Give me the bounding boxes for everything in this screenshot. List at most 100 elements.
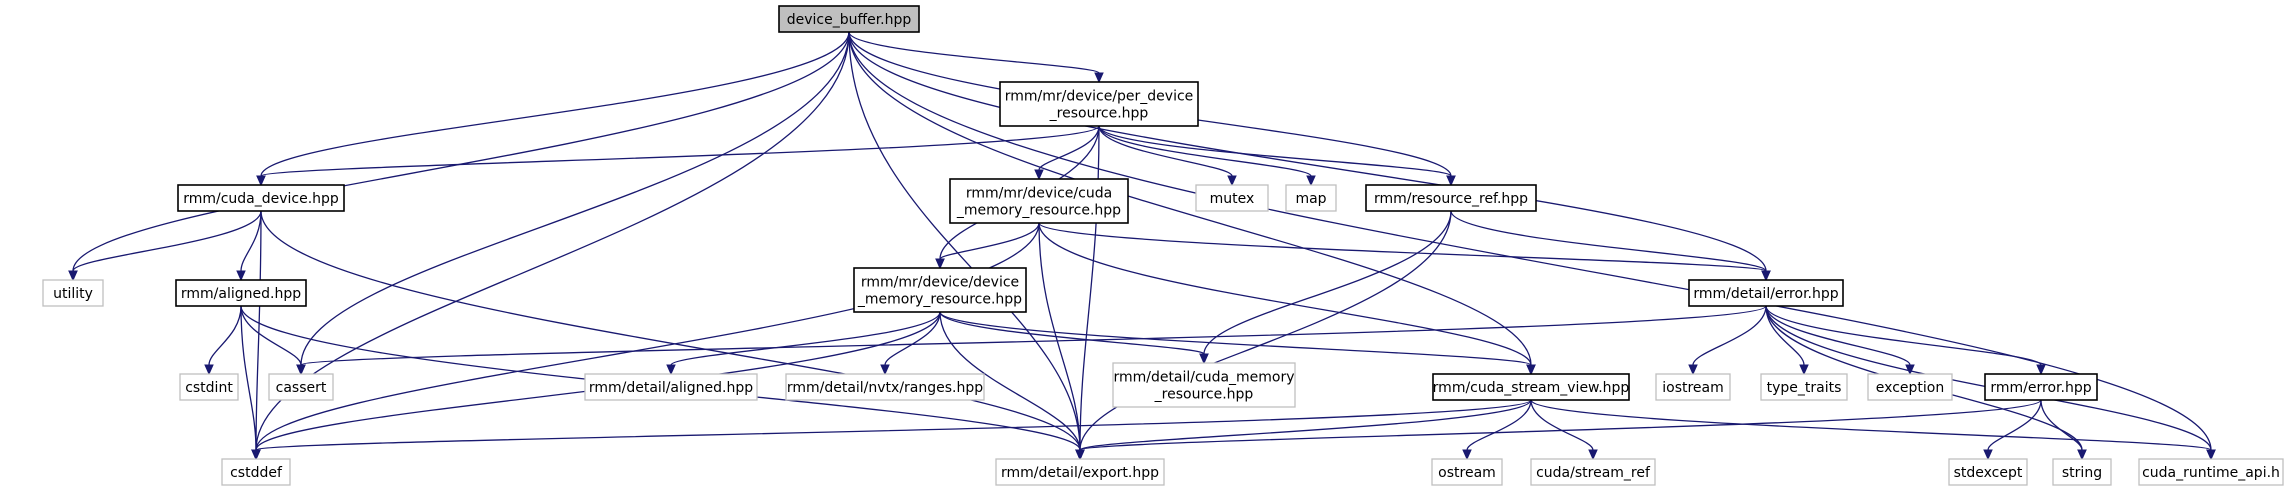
node-label: device_buffer.hpp (787, 12, 912, 28)
node-detail-cuda-mem[interactable]: rmm/detail/cuda_memory_resource.hpp (1112, 362, 1296, 408)
node-box (1760, 373, 1848, 401)
node-mutex[interactable]: mutex (1195, 184, 1269, 212)
node-rmm-error[interactable]: rmm/error.hpp (1984, 373, 2098, 401)
node-label: rmm/error.hpp (1990, 380, 2091, 396)
node-map[interactable]: map (1285, 184, 1337, 212)
node-iostream[interactable]: iostream (1655, 373, 1731, 401)
dependency-edge (240, 305, 306, 376)
edge-line (848, 31, 1100, 74)
edge-line (1079, 210, 1452, 451)
dependency-edge (1765, 305, 1915, 376)
node-detail-aligned[interactable]: rmm/detail/aligned.hpp (584, 373, 758, 401)
arrowhead (1526, 364, 1536, 376)
arrowhead (68, 270, 78, 282)
edge-line (300, 305, 1767, 366)
dependency-edge (256, 125, 1100, 187)
dependency-edge (296, 305, 1767, 376)
node-string[interactable]: string (2052, 458, 2112, 486)
dependency-edge (666, 311, 941, 376)
edge-line (1530, 399, 2212, 451)
node-label: cstdint (185, 380, 233, 396)
dependency-edge (880, 311, 941, 376)
node-cuda-device[interactable]: rmm/cuda_device.hpp (177, 184, 345, 212)
node-box (995, 458, 1165, 486)
node-device-buffer[interactable]: device_buffer.hpp (778, 5, 920, 33)
edge-line (1038, 222, 1081, 451)
node-per-device[interactable]: rmm/mr/device/per_device_resource.hpp (999, 81, 1199, 127)
node-cstdint[interactable]: cstdint (179, 373, 239, 401)
dependency-edge (256, 31, 850, 187)
edge-line (255, 399, 1532, 451)
edge-line (939, 311, 1205, 355)
edge-line (1038, 125, 1100, 171)
node-label: map (1295, 191, 1326, 207)
node-label: _resource.hpp (1049, 106, 1149, 122)
node-label: rmm/mr/device/device (861, 275, 1019, 291)
arrowhead (1761, 270, 1771, 282)
dependency-edge (260, 210, 1085, 461)
node-label: _memory_resource.hpp (857, 292, 1022, 308)
node-label: rmm/detail/cuda_memory (1113, 370, 1294, 386)
node-stdexcept[interactable]: stdexcept (1948, 458, 2028, 486)
arrowhead (204, 364, 214, 376)
node-box (1530, 458, 1656, 486)
dependency-edge (1034, 125, 1100, 181)
arrowhead (1094, 72, 1104, 84)
arrowhead (666, 364, 676, 376)
node-label: rmm/detail/export.hpp (1001, 465, 1159, 481)
edge-line (1038, 222, 1532, 366)
edge-line (260, 210, 1081, 451)
node-stream-ref[interactable]: cuda/stream_ref (1530, 458, 1656, 486)
node-cuda-mem-res[interactable]: rmm/mr/device/cuda_memory_resource.hpp (949, 178, 1129, 224)
edge-line (300, 31, 850, 366)
edge-line (1530, 399, 1594, 451)
node-label: rmm/resource_ref.hpp (1374, 191, 1528, 207)
arrowhead (296, 364, 306, 376)
node-device-mem-res[interactable]: rmm/mr/device/device_memory_resource.hpp (853, 267, 1027, 313)
dependency-edge (1983, 399, 2042, 461)
dependency-edge (1038, 222, 1771, 282)
arrowhead (1227, 175, 1237, 187)
edge-line (1765, 305, 1911, 366)
dependency-edge (1765, 305, 1809, 376)
edge-line (1079, 399, 1532, 451)
node-label: rmm/detail/nvtx/ranges.hpp (787, 380, 983, 396)
edge-line (240, 210, 262, 272)
edge-line (848, 31, 1767, 272)
dependency-edge (1462, 399, 1532, 461)
dependency-edge (1688, 305, 1767, 376)
node-cuda-runtime[interactable]: cuda_runtime_api.h (2138, 458, 2284, 486)
node-error-detail[interactable]: rmm/detail/error.hpp (1688, 279, 1844, 307)
node-box (268, 373, 334, 401)
node-box (1432, 373, 1630, 401)
dependency-edge (2040, 399, 2087, 461)
node-resource-ref[interactable]: rmm/resource_ref.hpp (1365, 184, 1537, 212)
arrowhead (1462, 449, 1472, 461)
node-cassert[interactable]: cassert (268, 373, 334, 401)
node-export[interactable]: rmm/detail/export.hpp (995, 458, 1165, 486)
node-type-traits[interactable]: type_traits (1760, 373, 1848, 401)
edge-line (255, 210, 262, 451)
arrowhead (1905, 364, 1915, 376)
edge-line (240, 305, 257, 451)
dependency-edge (1098, 125, 1316, 187)
dependency-edge (68, 210, 262, 282)
dependency-edge (1075, 125, 1100, 461)
node-label: _resource.hpp (1154, 387, 1254, 403)
node-ostream[interactable]: ostream (1431, 458, 1503, 486)
edge-line (1098, 125, 1452, 177)
node-cstddef[interactable]: cstddef (221, 458, 291, 486)
edge-line (1079, 125, 1100, 451)
node-aligned[interactable]: rmm/aligned.hpp (175, 279, 307, 307)
node-utility[interactable]: utility (42, 279, 104, 307)
edge-line (1692, 305, 1767, 366)
arrowhead (1588, 449, 1598, 461)
edge-line (1079, 399, 2042, 451)
node-nvtx-ranges[interactable]: rmm/detail/nvtx/ranges.hpp (785, 373, 985, 401)
node-cuda-stream-view[interactable]: rmm/cuda_stream_view.hpp (1432, 373, 1630, 401)
arrowhead (1306, 175, 1316, 187)
node-exception[interactable]: exception (1867, 373, 1953, 401)
dependency-edge (296, 31, 850, 376)
arrowhead (1075, 449, 1085, 461)
